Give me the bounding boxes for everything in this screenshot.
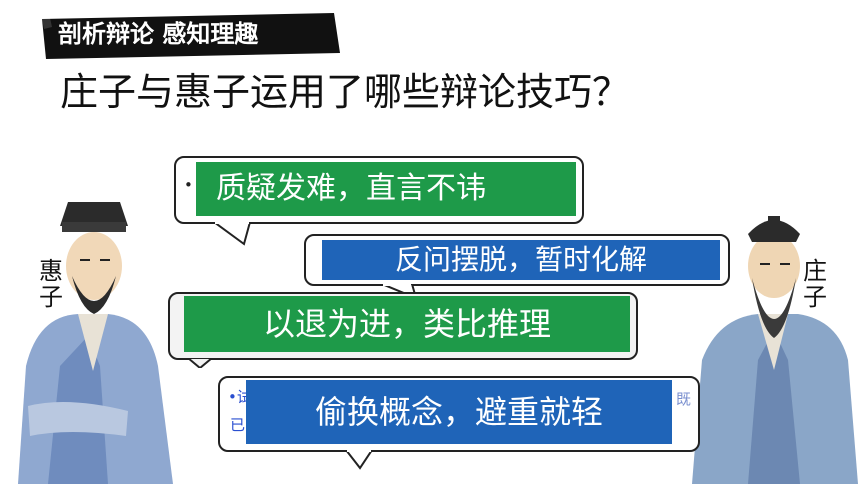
huizi-figure-illustration	[18, 202, 173, 484]
huizi-label-text: 惠子	[39, 257, 63, 311]
speech-bubble-4-tail	[346, 450, 374, 470]
speech-bubble-1-tail	[214, 222, 252, 246]
zhuangzi-label-text: 庄子	[803, 257, 827, 311]
bubble-4-prefix-2: 已	[230, 416, 246, 434]
section-title: 剖析辩论 感知理趣	[58, 20, 259, 48]
zhuangzi-figure-illustration	[692, 216, 858, 484]
bubble-4-suffix: 既	[676, 390, 692, 408]
technique-badge-2: 反问摆脱，暂时化解	[322, 240, 720, 280]
zhuangzi-label: 庄子	[800, 258, 830, 310]
technique-text-3: 以退为进，类比推理	[262, 305, 551, 343]
bullet-1: •	[184, 176, 193, 194]
bubble-4-prefix-1: •试	[228, 388, 252, 406]
technique-text-1: 质疑发难，直言不讳	[216, 171, 486, 206]
page-title: 庄子与惠子运用了哪些辩论技巧？	[60, 70, 631, 114]
technique-badge-3: 以退为进，类比推理	[184, 296, 630, 352]
technique-badge-4: 偷换概念，避重就轻	[246, 380, 672, 444]
section-banner	[42, 13, 340, 59]
huizi-label: 惠子	[36, 258, 66, 310]
technique-text-2: 反问摆脱，暂时化解	[394, 243, 647, 276]
technique-badge-1: 质疑发难，直言不讳	[196, 162, 576, 216]
speech-bubble-3-tail	[188, 358, 214, 368]
technique-text-4: 偷换概念，避重就轻	[314, 393, 603, 431]
